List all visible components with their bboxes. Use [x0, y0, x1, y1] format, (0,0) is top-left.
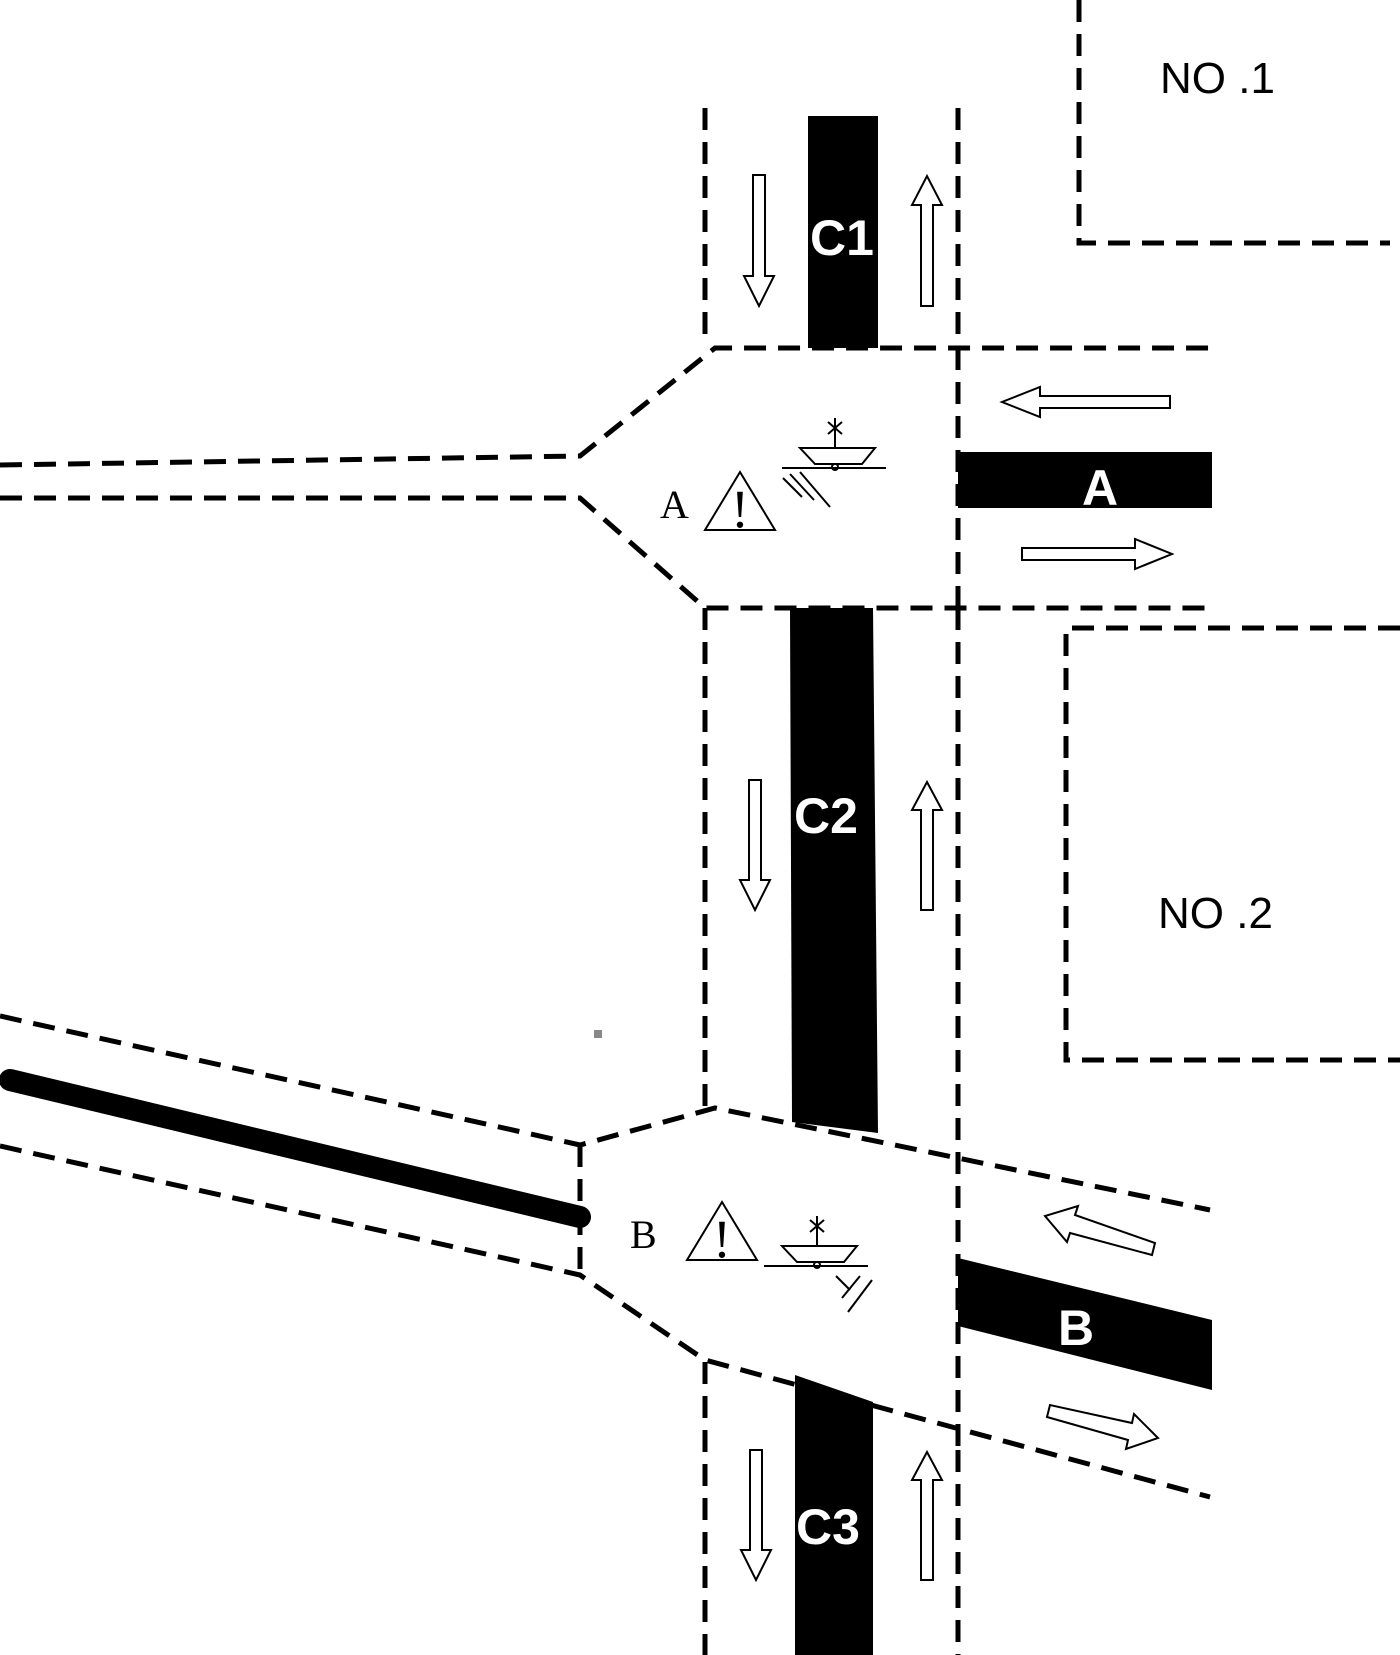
junction-b: B B ! — [0, 1013, 1212, 1500]
hatch-icon — [782, 471, 831, 508]
region-no1-label: NO .1 — [1160, 54, 1275, 103]
c3-up-arrow — [910, 1449, 944, 1581]
c3-block — [795, 1375, 873, 1655]
ship-icon — [782, 418, 886, 471]
junction-b-warning-mark: ! — [713, 1209, 731, 1269]
c1-label: C1 — [810, 210, 874, 266]
approach-channel-line — [0, 1069, 591, 1228]
channel-c1: C1 — [702, 108, 961, 348]
channel-c3: C3 — [702, 1362, 961, 1655]
hatch-icon — [835, 1275, 873, 1313]
road-a-left-arrow — [999, 385, 1171, 419]
warning-triangle-icon: ! — [703, 470, 777, 539]
road-a-label: A — [1082, 460, 1118, 516]
region-no2-boundary — [1063, 625, 1400, 1063]
warning-triangle-icon: ! — [685, 1200, 759, 1269]
junction-b-label: B — [630, 1212, 657, 1257]
region-no1: NO .1 — [1076, 0, 1390, 246]
junction-b-upper-edge — [0, 1013, 1211, 1213]
c1-block — [808, 116, 878, 348]
road-a-right-arrow — [1021, 537, 1175, 571]
road-b-label: B — [1058, 1300, 1094, 1356]
c2-label: C2 — [794, 788, 858, 844]
region-no1-boundary — [1076, 0, 1390, 246]
small-mark-icon — [594, 1030, 602, 1038]
road-b-block — [958, 1258, 1212, 1390]
c2-block — [790, 608, 878, 1133]
c2-down-arrow — [738, 779, 772, 913]
junction-a-label: A — [660, 482, 689, 527]
road-b-left-arrow — [1043, 1204, 1157, 1257]
junction-a: A A ! — [0, 345, 1212, 611]
road-a-block — [958, 452, 1212, 508]
junction-a-warning-mark: ! — [731, 479, 749, 539]
road-b-right-arrow — [1045, 1403, 1160, 1451]
region-no2-label: NO .2 — [1158, 889, 1273, 938]
c1-up-arrow — [910, 173, 944, 307]
ship-icon — [764, 1216, 868, 1269]
c3-down-arrow — [739, 1449, 773, 1583]
region-no2: NO .2 — [1063, 625, 1400, 1063]
c3-label: C3 — [796, 1499, 860, 1555]
c1-down-arrow — [742, 174, 776, 309]
channel-c2: C2 — [702, 608, 961, 1145]
junction-a-upper-edge — [0, 345, 1210, 468]
c2-up-arrow — [910, 779, 944, 911]
